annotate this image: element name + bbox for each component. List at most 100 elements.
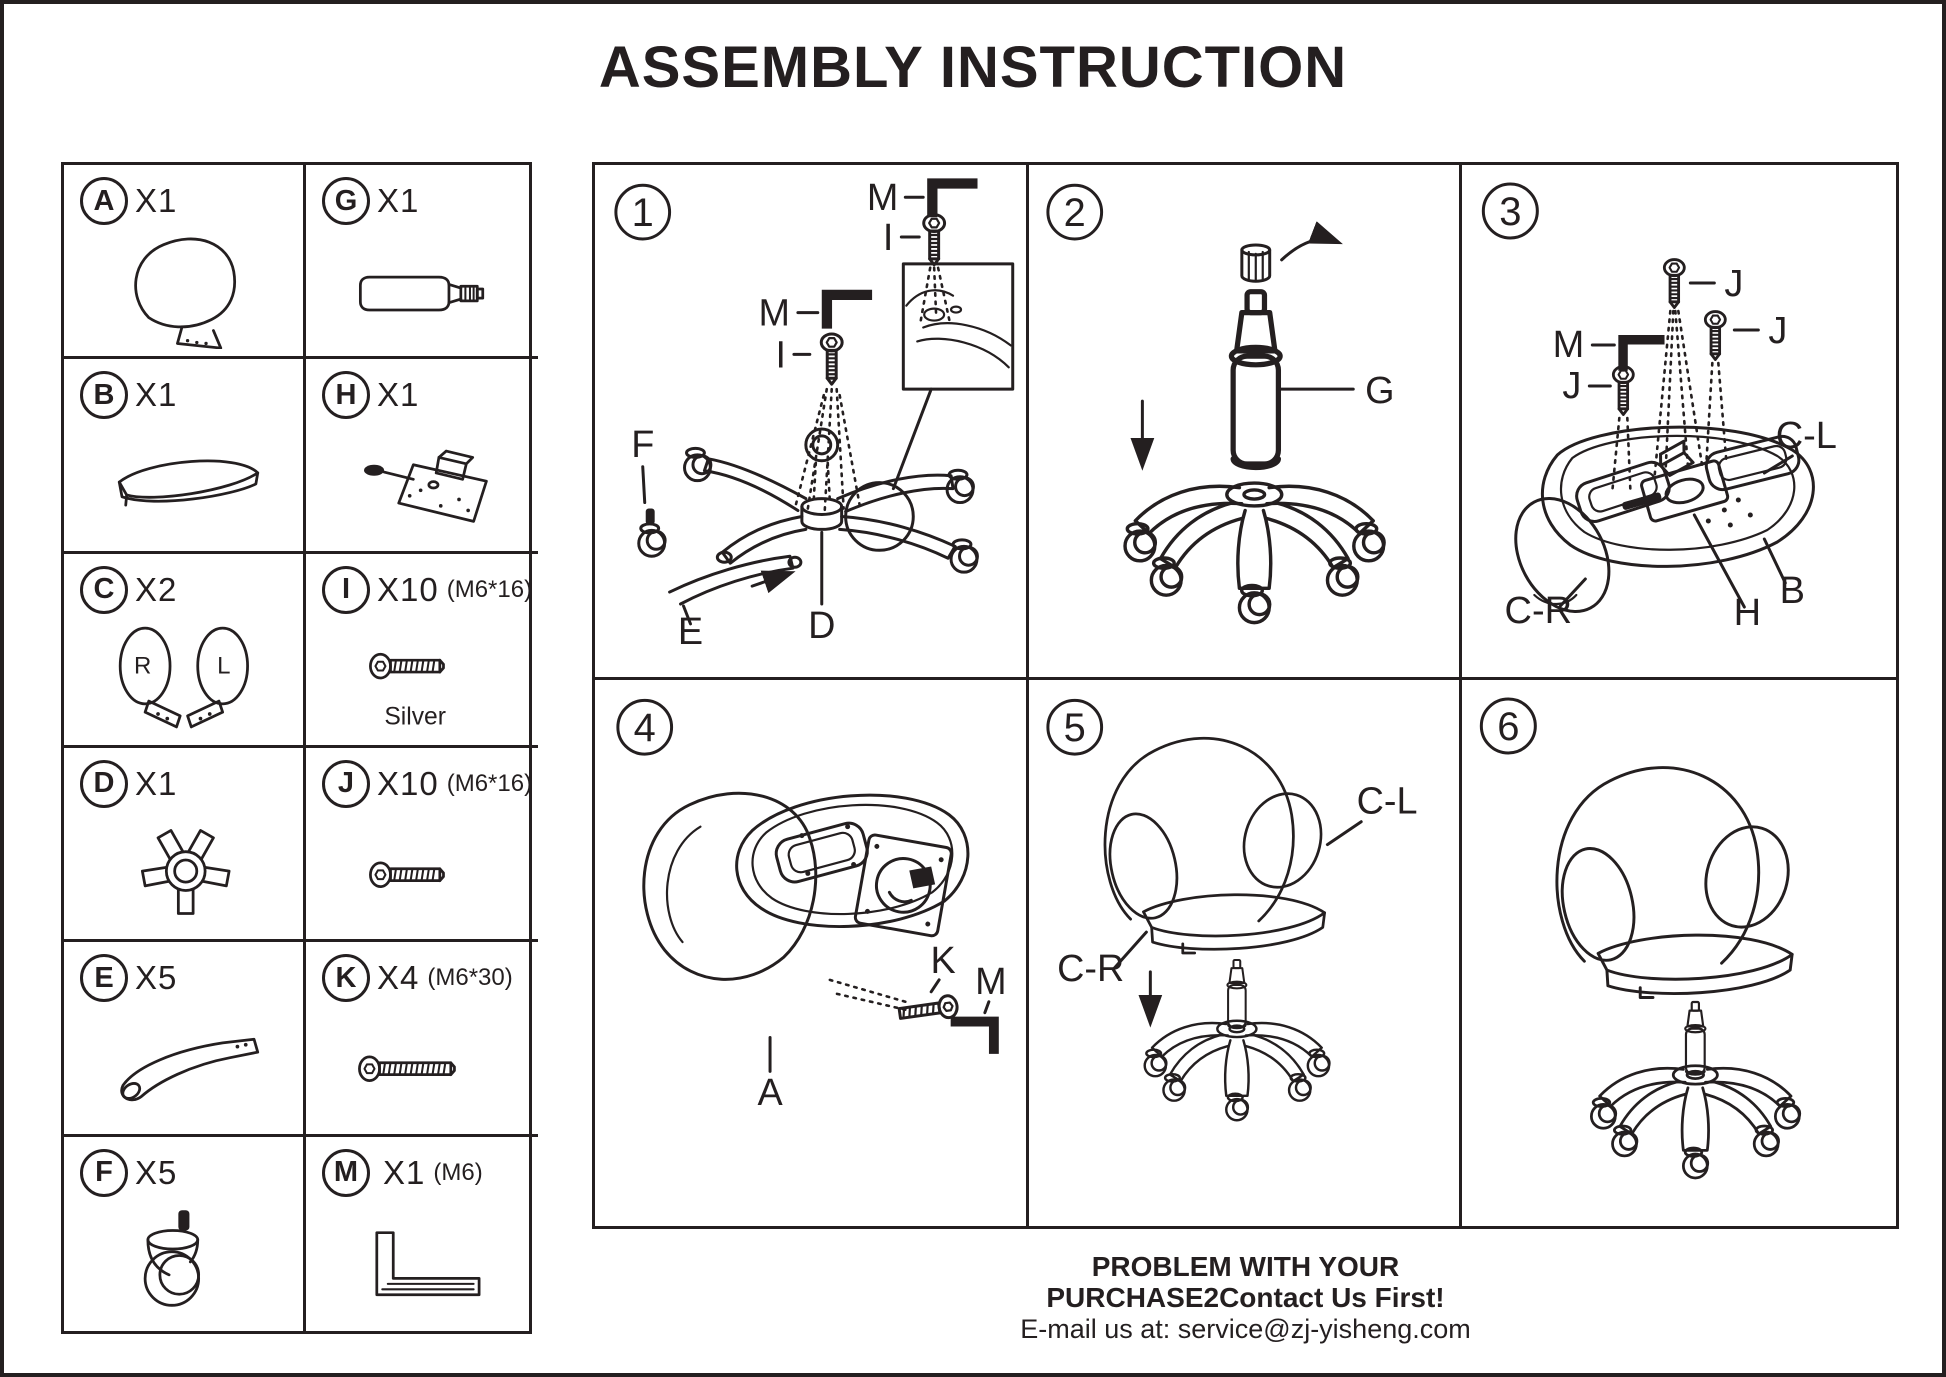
step5-label-cr: C-R: [1057, 948, 1124, 990]
step3-label-m: M: [1553, 324, 1585, 366]
step1-label-f: F: [631, 424, 654, 466]
footer-line-2: PURCHASE2Contact Us First!: [1046, 1282, 1445, 1313]
part-qty-j: X10: [377, 764, 439, 802]
part-badge-f: F: [80, 1148, 128, 1197]
part-k-screw-drawing: [358, 1055, 456, 1083]
part-badge-m: M: [322, 1148, 370, 1197]
gas-lift-icon: [1226, 958, 1248, 1030]
step1-label-m-top: M: [867, 177, 898, 219]
part-spec-i: (M6*16): [446, 575, 533, 603]
step3-label-cl: C-L: [1776, 415, 1837, 457]
part-qty-k: X4: [377, 959, 420, 997]
step3-label-j-top: J: [1725, 263, 1744, 305]
part-spec-m: (M6): [433, 1158, 483, 1186]
allen-key-icon: [949, 1015, 1001, 1056]
step-3-number: 3: [1500, 190, 1522, 234]
part-qty-e: X5: [135, 959, 178, 997]
step-1-number: 1: [632, 191, 654, 235]
step2-label-g: G: [1365, 370, 1394, 412]
screw-icon: [922, 213, 947, 267]
part-badge-a: A: [80, 177, 128, 225]
page-title: ASSEMBLY INSTRUCTION: [598, 35, 1348, 100]
part-qty-b: X1: [135, 376, 178, 414]
step1-label-d: D: [808, 605, 835, 647]
step4-label-a: A: [757, 1072, 783, 1114]
step1-label-e: E: [678, 611, 703, 653]
part-spec-k: (M6*30): [427, 964, 513, 992]
chair-base-icon: [1592, 1066, 1800, 1178]
step4-label-k: K: [931, 940, 956, 982]
part-f-caster-drawing: [143, 1209, 201, 1307]
step3-label-h: H: [1734, 592, 1761, 634]
step-6-diagram: 6: [1480, 697, 1803, 1226]
part-g-gaslift-drawing: [358, 275, 485, 312]
step3-label-j-right: J: [1769, 310, 1788, 352]
step-4-number: 4: [634, 706, 656, 750]
part-badge-h: H: [322, 371, 370, 420]
armrest-right-tag: R: [134, 652, 151, 679]
chair-upper-icon: [1098, 736, 1334, 955]
gas-lift-icon: [1684, 1000, 1707, 1076]
steps-grid: 1 M I M I: [592, 162, 1899, 1229]
part-b-seat-drawing: [117, 459, 260, 507]
part-qty-g: X1: [377, 182, 420, 219]
step1-label-i-top: I: [883, 217, 894, 259]
step-4-panel: 4: [595, 680, 1029, 1226]
screw-color-note: Silver: [384, 703, 446, 730]
step-3-diagram: 3 J J M J: [1482, 182, 1837, 634]
part-badge-j: J: [322, 759, 370, 808]
part-m-allen-key-drawing: [375, 1230, 481, 1296]
part-e-leg-drawing: [120, 1038, 260, 1102]
part-qty-f: X5: [135, 1153, 178, 1191]
part-badge-k: K: [322, 954, 370, 1003]
part-qty-d: X1: [135, 764, 178, 802]
step-6-panel: 6: [1462, 680, 1896, 1226]
part-qty-c: X2: [135, 570, 178, 608]
part-badge-e: E: [80, 954, 128, 1003]
armrest-left-tag: L: [217, 652, 230, 679]
step1-label-m-mid: M: [758, 293, 789, 335]
step-2-panel: 2 G: [1028, 165, 1463, 680]
part-badge-c: C: [80, 565, 128, 614]
part-qty-a: X1: [135, 182, 178, 219]
part-j-screw-drawing: [369, 861, 445, 888]
chair-base-icon: [1125, 483, 1384, 623]
step-5-diagram: 5 C-L C-R: [1046, 698, 1417, 1226]
part-spec-j: (M6*16): [446, 769, 533, 797]
screw-icon: [819, 332, 844, 386]
step-3-panel: 3 J J M J: [1462, 165, 1896, 680]
step-4-diagram: 4: [616, 698, 1007, 1114]
footer-email: E-mail us at: service@zj-yisheng.com: [1020, 1314, 1471, 1344]
step4-label-m: M: [975, 961, 1006, 1003]
step-2-number: 2: [1063, 191, 1085, 235]
step-5-number: 5: [1063, 706, 1085, 750]
part-badge-i: I: [322, 565, 370, 614]
step-1-diagram: 1 M I M I: [614, 176, 1015, 653]
chair-base-icon: [1144, 1021, 1329, 1121]
step5-label-cl: C-L: [1356, 781, 1417, 823]
screw-icon: [1704, 310, 1728, 361]
part-qty-h: X1: [377, 376, 420, 414]
chair-upper-icon: [1550, 766, 1803, 999]
part-c-armrest-pads-drawing: R L: [118, 626, 249, 728]
part-d-hub-drawing: [140, 829, 231, 915]
step-2-diagram: 2 G: [1046, 183, 1394, 677]
step-1-panel: 1 M I M I: [595, 165, 1029, 680]
footer-contact: PROBLEM WITH YOUR PURCHASE2Contact Us Fi…: [592, 1251, 1899, 1346]
step-6-number: 6: [1498, 705, 1520, 749]
step3-label-j-left: J: [1563, 365, 1582, 407]
part-h-mechanism-drawing: [364, 449, 488, 524]
allen-key-icon: [820, 287, 874, 331]
step3-label-cr: C-R: [1505, 590, 1573, 632]
